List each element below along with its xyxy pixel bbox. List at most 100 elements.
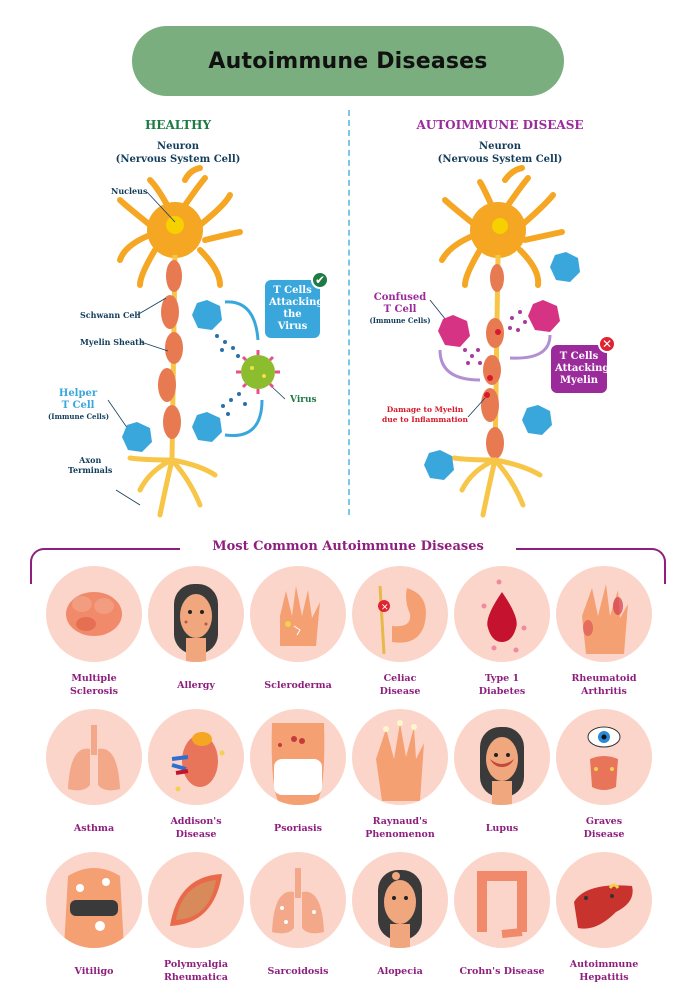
disease-item: Lupus	[452, 709, 552, 852]
stomach-wheat-icon: ✕	[378, 585, 426, 655]
autoimmune-neuron-diagram	[424, 165, 580, 518]
virus-label: Virus	[290, 395, 317, 405]
neuron-subtitle: (Nervous System Cell)	[115, 154, 241, 165]
hand-pale-icon	[376, 720, 424, 801]
disease-item: Psoriasis	[248, 709, 348, 852]
t-cells-attacking-myelin-callout: T Cells Attacking Myelin	[551, 345, 609, 393]
disease-label: Allergy	[177, 679, 215, 691]
disease-illustration	[454, 709, 550, 805]
disease-item: Asthma	[44, 709, 144, 852]
common-diseases-title: Most Common Autoimmune Diseases	[180, 539, 516, 554]
disease-label: Alopecia	[377, 965, 423, 977]
disease-illustration	[148, 566, 244, 662]
disease-label: Asthma	[73, 822, 115, 834]
disease-illustration	[454, 566, 550, 662]
lungs-icon	[68, 725, 120, 791]
healthy-heading: HEALTHY	[144, 118, 212, 132]
schwann-cell-label: Schwann Cell	[80, 310, 141, 320]
disease-illustration	[454, 852, 550, 948]
neuron-subtitle: (Nervous System Cell)	[437, 154, 563, 165]
autoimmune-neuron-title: Neuron (Nervous System Cell)	[400, 140, 600, 166]
helper-t-cell-icon	[122, 300, 222, 452]
disease-label: Vitiligo	[74, 965, 114, 977]
disease-illustration	[352, 852, 448, 948]
damage-marks-icon	[484, 329, 501, 398]
disease-illustration	[250, 852, 346, 948]
nucleus-icon	[166, 216, 184, 234]
disease-item: Crohn's Disease	[452, 852, 552, 995]
helper-t-cell-label: Helper T Cell (Immune Cells)	[48, 388, 110, 421]
healthy-neuron-title: Neuron (Nervous System Cell)	[78, 140, 278, 166]
eye-thyroid-icon	[587, 726, 621, 790]
disease-illustration	[556, 566, 652, 662]
disease-item: Scleroderma	[248, 566, 348, 709]
disease-label: Lupus	[485, 822, 519, 834]
face-butterfly-rash-icon	[480, 727, 524, 805]
autoimmune-heading: AUTOIMMUNE DISEASE	[416, 118, 584, 132]
brain-icon	[66, 592, 122, 636]
damaged-myelin-icon	[481, 264, 504, 459]
kidney-icon	[171, 732, 225, 792]
attack-arrows-icon	[438, 334, 552, 382]
healthy-neuron-diagram	[107, 165, 286, 518]
neuron-title: Neuron	[479, 141, 521, 152]
disease-illustration	[556, 709, 652, 805]
intestine-icon	[477, 871, 527, 938]
disease-item: Vitiligo	[44, 852, 144, 995]
disease-illustration	[148, 852, 244, 948]
cross-icon: ✕	[598, 335, 616, 353]
disease-illustration	[46, 709, 142, 805]
disease-illustration: ✕	[352, 566, 448, 662]
face-hair-loss-icon	[378, 870, 422, 948]
myelin-segments-icon	[158, 260, 183, 439]
disease-illustration	[250, 566, 346, 662]
nucleus-label: Nucleus	[111, 186, 148, 196]
t-cells-attacking-virus-callout: T Cells Attacking the Virus	[265, 280, 323, 338]
hand-inflamed-icon	[582, 584, 628, 654]
muscle-icon	[170, 874, 222, 926]
t-cell-icon	[424, 252, 580, 480]
hand-cracked-icon	[280, 586, 320, 646]
antibody-particles-icon	[463, 310, 527, 365]
lungs-spots-icon	[272, 868, 324, 934]
confused-t-cell-icon	[438, 300, 560, 347]
panel-divider	[348, 110, 350, 515]
attack-arrows-icon	[224, 300, 264, 438]
back-lesions-icon	[271, 723, 325, 805]
disease-item: Allergy	[146, 566, 246, 709]
disease-item: Sarcoidosis	[248, 852, 348, 995]
svg-text:✕: ✕	[381, 603, 389, 613]
axon-terminals-label: Axon Terminals	[68, 455, 113, 475]
liver-icon	[574, 883, 633, 929]
disease-label: Scleroderma	[264, 679, 332, 691]
disease-illustration	[46, 852, 142, 948]
disease-illustration	[250, 709, 346, 805]
damage-to-myelin-label: Damage to Myelin due to Inflammation	[382, 405, 468, 424]
disease-label: Sarcoidosis	[267, 965, 329, 977]
disease-item: Alopecia	[350, 852, 450, 995]
virus-icon	[236, 350, 280, 394]
check-icon: ✔	[311, 271, 329, 289]
disease-label: Psoriasis	[274, 822, 322, 834]
disease-illustration	[352, 709, 448, 805]
torso-patches-icon	[64, 868, 124, 948]
face-spots-icon	[174, 584, 218, 662]
myelin-sheath-label: Myelin Sheath	[80, 337, 145, 347]
page-title: Autoimmune Diseases	[208, 48, 488, 74]
blood-drop-icon	[481, 579, 527, 653]
disease-label: Crohn's Disease	[459, 965, 545, 977]
